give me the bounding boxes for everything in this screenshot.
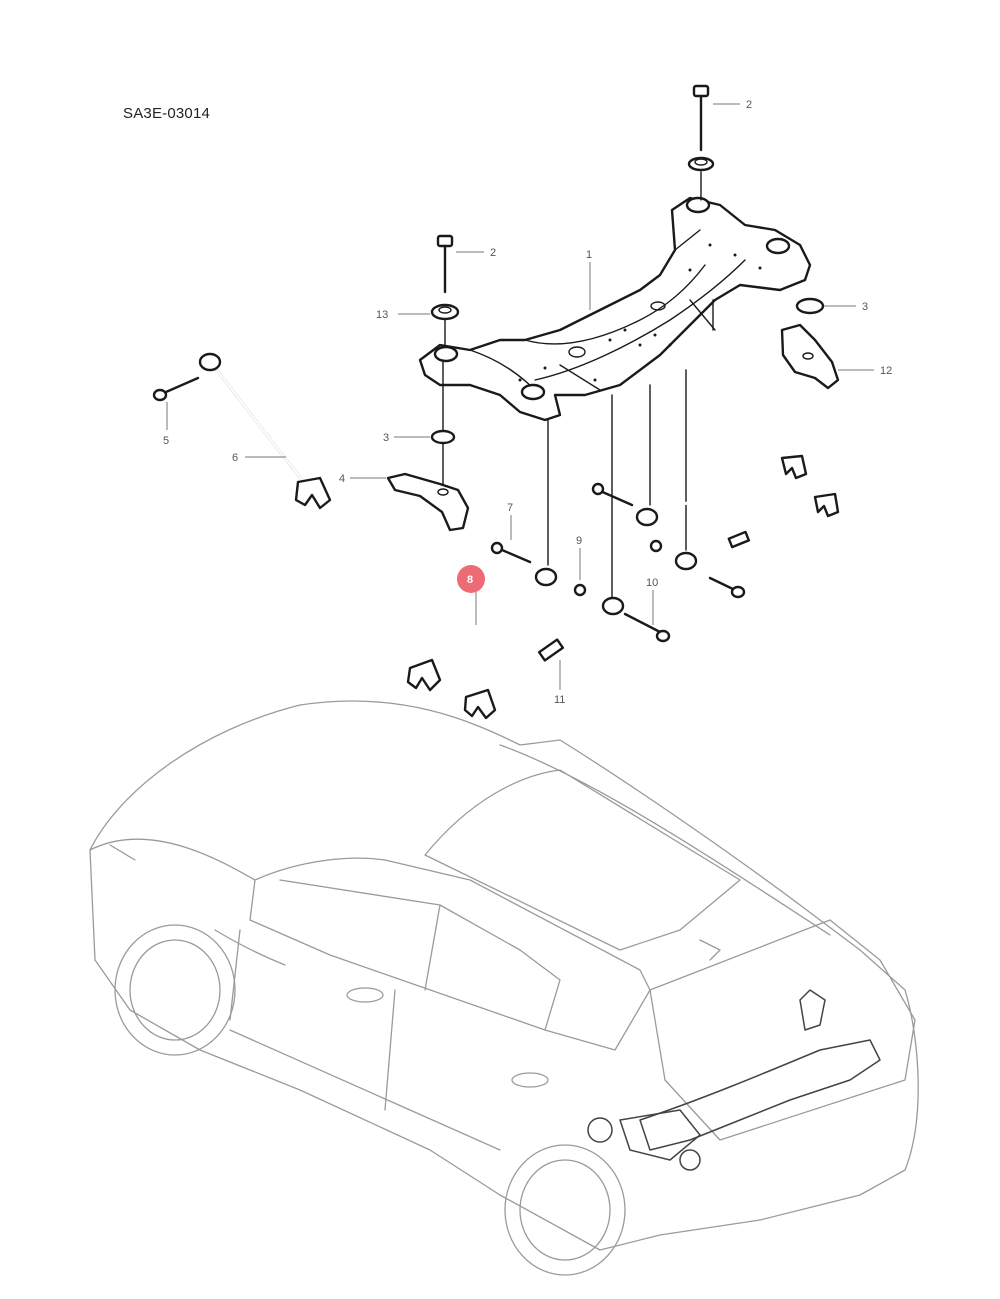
callout-8: 8 (467, 574, 473, 586)
lower-link-right (649, 492, 840, 599)
adjustable-link-11 (463, 596, 625, 720)
bracket-left (386, 472, 470, 532)
rear-subframe (418, 196, 812, 422)
callout-10: 10 (646, 577, 658, 589)
callout-13: 13 (376, 309, 388, 321)
callout-9: 9 (576, 535, 582, 547)
document-code: SA3E-03014 (123, 105, 211, 122)
subframe-bolt-right (687, 84, 715, 172)
callout-6: 6 (232, 452, 238, 464)
upper-link-right (591, 454, 808, 527)
callout-3-left: 3 (383, 432, 389, 444)
callouts: 2 2 1 13 3 3 12 5 6 4 7 8 9 10 11 (163, 99, 892, 706)
bracket-right (780, 323, 840, 390)
subframe-bolt-left (430, 234, 460, 321)
bolt-9 (573, 583, 587, 597)
subframe-installed-view (587, 989, 881, 1171)
callout-2-left: 2 (490, 247, 496, 259)
callout-7: 7 (507, 502, 513, 514)
washer-left (430, 429, 456, 445)
callout-1: 1 (586, 249, 592, 261)
callout-5: 5 (163, 435, 169, 447)
bolt-10 (623, 612, 671, 643)
washer-right (795, 297, 825, 315)
bolt-5 (152, 376, 200, 402)
trailing-link-8 (406, 567, 558, 692)
callout-4: 4 (339, 473, 345, 485)
callout-2-top: 2 (746, 99, 752, 111)
assembly-guide-lines (442, 171, 714, 601)
callout-3-right: 3 (862, 301, 868, 313)
callout-8-highlight (457, 565, 485, 593)
callout-12: 12 (880, 365, 892, 377)
callout-11: 11 (554, 694, 565, 706)
control-arm-upper-left (198, 352, 332, 510)
vehicle-outline (89, 700, 919, 1276)
bolt-7 (490, 541, 532, 564)
